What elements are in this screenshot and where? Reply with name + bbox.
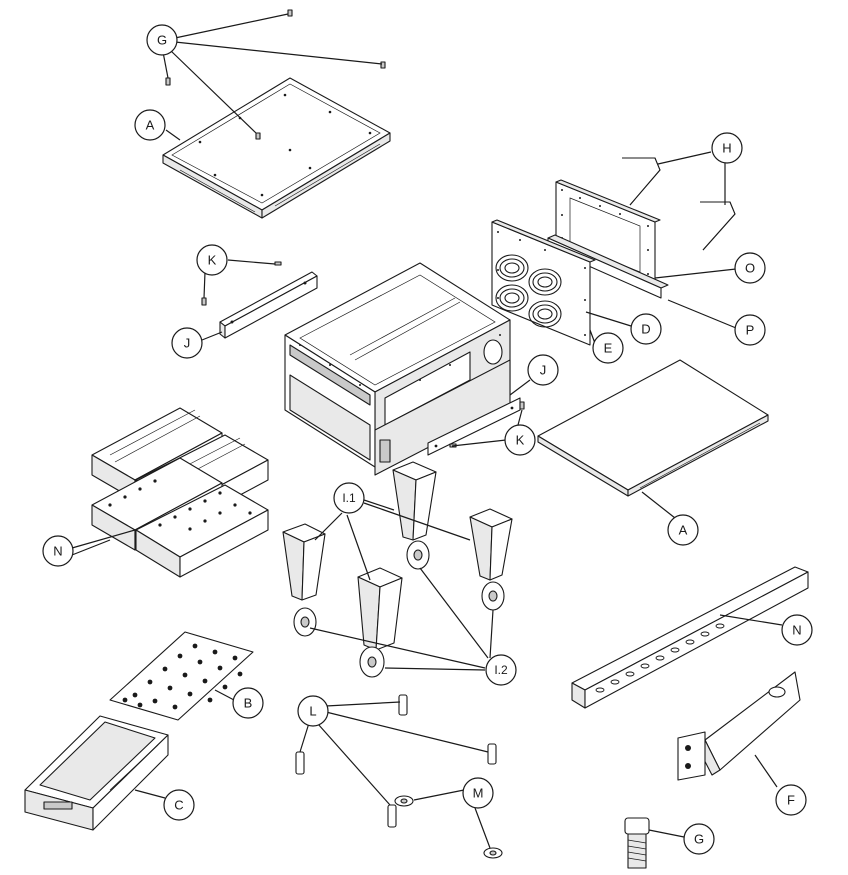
callout-a-right: A: [667, 514, 699, 546]
callout-i1: I.1: [333, 482, 365, 514]
callout-g-top: G: [146, 24, 178, 56]
callout-l-label: L: [309, 704, 316, 719]
callout-n-left: N: [42, 535, 74, 567]
callout-m: M: [462, 777, 494, 809]
part-g-screws-top: [165, 9, 386, 140]
callout-l: L: [297, 695, 329, 727]
callout-n-right: N: [781, 614, 813, 646]
callout-i2-label: I.2: [494, 663, 508, 677]
part-d-coil-panel: [491, 219, 596, 346]
part-n-module-stack: [91, 407, 269, 578]
part-a-bottom-plate: [537, 359, 769, 497]
part-o-frame: [555, 179, 661, 286]
callout-b: B: [232, 687, 264, 719]
callout-a-right-label: A: [679, 523, 688, 538]
callout-p-label: P: [746, 323, 755, 338]
callout-n-left-label: N: [53, 544, 62, 559]
part-j-bracket-right: [427, 397, 521, 456]
callout-j-left-label: J: [184, 336, 191, 351]
part-b-perforated-plate: [109, 631, 254, 721]
callout-g-bottom: G: [683, 823, 715, 855]
callout-d-label: D: [641, 322, 650, 337]
leader-lines: [71, 13, 783, 849]
callout-h: H: [711, 132, 743, 164]
part-g-bolt: [624, 817, 650, 869]
callout-o-label: O: [745, 261, 755, 276]
part-a-top-plate: [162, 77, 391, 219]
callout-c: C: [163, 789, 195, 821]
callout-e-label: E: [604, 341, 613, 356]
callout-k-right-label: K: [516, 433, 525, 448]
callout-f-label: F: [787, 793, 795, 808]
callout-d: D: [630, 313, 662, 345]
callout-g-top-label: G: [157, 33, 167, 48]
callout-k-left-label: K: [208, 253, 217, 268]
callout-i1-label: I.1: [342, 491, 356, 505]
part-e-coils: [495, 254, 562, 328]
part-i1-legs: [282, 461, 513, 651]
callout-b-label: B: [244, 696, 253, 711]
callout-n-right-label: N: [792, 623, 801, 638]
callout-j-left: J: [171, 327, 203, 359]
main-chassis: [284, 262, 511, 476]
callout-k-left: K: [196, 244, 228, 276]
part-m-washers: [394, 795, 503, 859]
callout-p: P: [734, 314, 766, 346]
callout-e: E: [592, 332, 624, 364]
part-n-long-rail: [571, 566, 809, 709]
part-j-bracket-left: [219, 271, 318, 339]
callout-c-label: C: [174, 798, 183, 813]
callout-j-right-label: J: [540, 363, 547, 378]
callout-a-top-label: A: [146, 118, 155, 133]
callout-k-right: K: [504, 424, 536, 456]
part-h-handles: [622, 157, 736, 251]
callout-h-label: H: [722, 141, 731, 156]
callout-f: F: [775, 784, 807, 816]
part-c-drawer: [24, 715, 169, 831]
callout-a-top: A: [134, 109, 166, 141]
part-f-bracket: [677, 671, 801, 781]
part-l-pins: [295, 694, 497, 828]
callout-j-right: J: [527, 354, 559, 386]
part-i2-wheels: [293, 540, 505, 678]
callout-g-bottom-label: G: [694, 832, 704, 847]
callout-o: O: [734, 252, 766, 284]
callout-i2: I.2: [485, 654, 517, 686]
callout-m-label: M: [473, 786, 484, 801]
